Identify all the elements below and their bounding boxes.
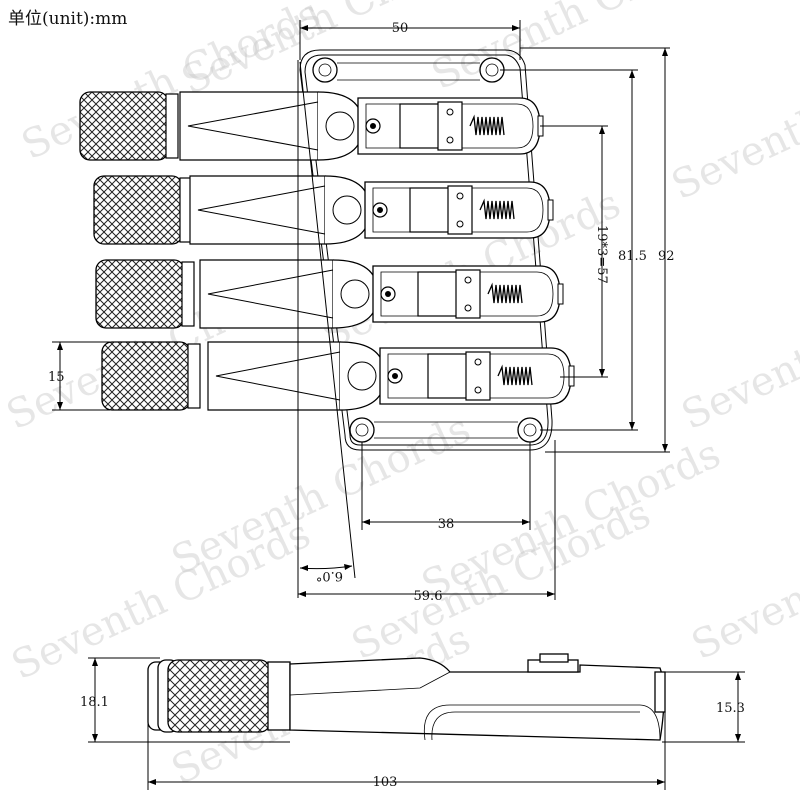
dim-base-width-label: 59.6 <box>414 589 443 604</box>
knob-3 <box>95 259 185 329</box>
dim-side-height-right: 15.3 <box>660 671 745 743</box>
dim-pitch: 19*3=57 <box>540 125 609 378</box>
tuner-unit-3 <box>95 259 564 329</box>
knob-1 <box>79 91 169 161</box>
tuner-unit-2 <box>93 175 554 245</box>
dim-top-width: 50 <box>299 20 521 60</box>
dim-top-width-label: 50 <box>392 21 409 36</box>
dim-angle: 6.0° <box>297 60 356 598</box>
dim-side-height: 18.1 <box>80 657 290 743</box>
dim-mount-spacing-label: 38 <box>438 517 455 532</box>
tuner-stack <box>79 91 575 411</box>
knob-4 <box>101 341 191 411</box>
dim-side-height-right-label: 15.3 <box>716 701 745 716</box>
dim-knob-diameter: 15 <box>48 341 110 411</box>
mount-hole-bottom-left <box>349 417 375 443</box>
watermark-11: Seventh Chords <box>675 261 800 439</box>
dim-overall-height: 92 <box>520 47 675 453</box>
knob-2 <box>93 175 183 245</box>
dim-overall-length: 103 <box>147 700 666 790</box>
mount-hole-bottom-right <box>517 417 543 443</box>
dim-outer-height-label: 92 <box>658 249 675 264</box>
watermark-9: Seventh Chords <box>345 491 658 669</box>
watermark-10: Seventh Chords <box>665 31 800 209</box>
mount-hole-top-left <box>312 57 338 83</box>
dim-base-width: 59.6 <box>298 440 556 604</box>
watermark-13: Seventh Chords <box>685 491 800 669</box>
tuner-unit-4 <box>101 341 575 411</box>
baseplate-outline <box>299 49 553 451</box>
dim-mount-spacing: 38 <box>361 442 531 532</box>
dim-inner-height: 81.5 <box>500 69 647 431</box>
tuner-unit-1 <box>79 91 544 161</box>
dim-angle-label: 6.0° <box>316 568 343 583</box>
dim-inner-height-label: 81.5 <box>618 249 647 264</box>
dim-knob-label: 15 <box>48 370 65 385</box>
dim-overall-length-label: 103 <box>373 775 398 790</box>
dim-side-height-label: 18.1 <box>80 695 109 710</box>
dim-pitch-label: 19*3=57 <box>594 225 609 284</box>
side-view <box>147 653 666 741</box>
unit-label: 单位(unit):mm <box>8 9 128 29</box>
